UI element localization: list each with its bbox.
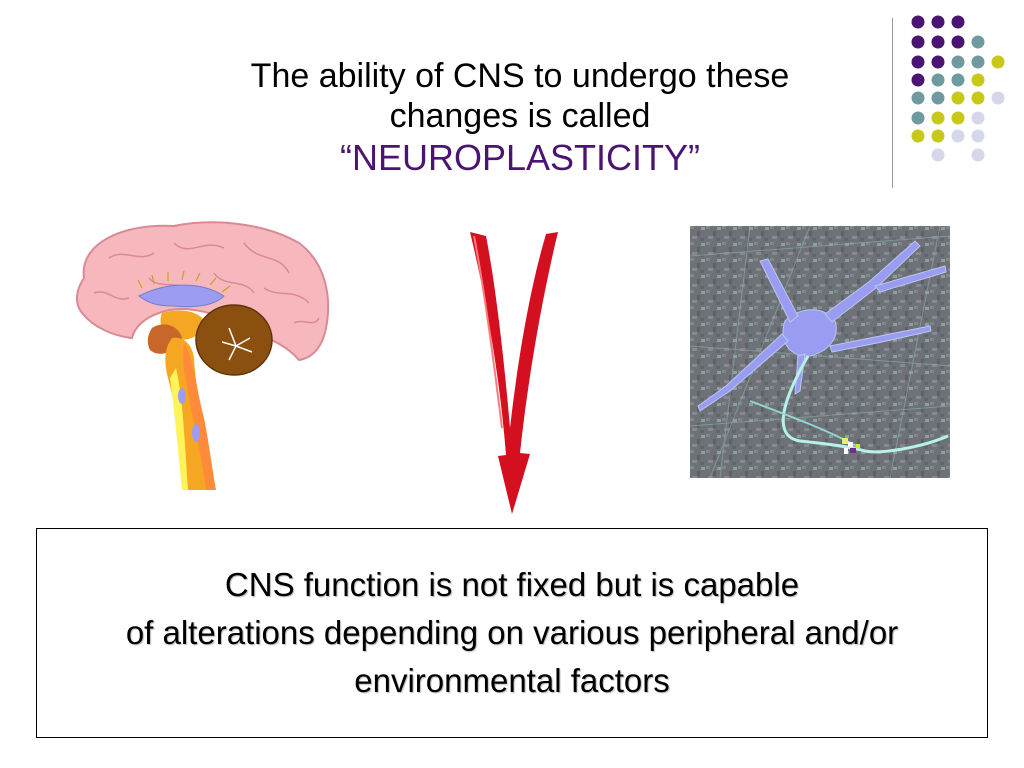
decorative-dot (911, 55, 925, 69)
definition-textbox: CNS function is not fixed but is capable… (36, 528, 988, 738)
decorative-dot (931, 55, 945, 69)
neuron-image (690, 226, 950, 478)
decorative-dot (951, 35, 965, 49)
decorative-dot (971, 91, 985, 105)
decorative-divider-line (892, 18, 893, 188)
decorative-dot (911, 15, 925, 29)
decorative-dot (951, 73, 965, 87)
decorative-dot (951, 111, 965, 125)
decorative-dot (951, 55, 965, 69)
decorative-dot (911, 111, 925, 125)
title-line-2: changes is called (389, 97, 651, 135)
decorative-dot (991, 91, 1005, 105)
decorative-dot (911, 91, 925, 105)
decorative-dot (931, 148, 945, 162)
decorative-dot (951, 91, 965, 105)
decorative-dot (971, 55, 985, 69)
slide-title: The ability of CNS to undergo these chan… (150, 56, 890, 180)
decorative-dot (991, 55, 1005, 69)
body-line-2: of alterations depending on various peri… (125, 614, 899, 651)
decorative-dot (971, 111, 985, 125)
decorative-dot (971, 148, 985, 162)
body-line-1: CNS function is not fixed but is capable (224, 566, 800, 603)
decorative-dot (971, 73, 985, 87)
decorative-dot (951, 15, 965, 29)
decorative-dot (971, 129, 985, 143)
decorative-dot (911, 73, 925, 87)
body-line-3: environmental factors (354, 662, 670, 699)
decorative-dot (911, 129, 925, 143)
decorative-dot (911, 35, 925, 49)
decorative-dot (951, 129, 965, 143)
decorative-dot (971, 35, 985, 49)
decorative-dot-grid (911, 15, 1005, 162)
decorative-dot (931, 91, 945, 105)
decorative-dot (931, 15, 945, 29)
decorative-dot (931, 129, 945, 143)
decorative-dot (931, 73, 945, 87)
decorative-dot (931, 111, 945, 125)
downward-arrow-icon (470, 232, 558, 514)
title-line-1: The ability of CNS to undergo these (250, 57, 790, 95)
title-emphasis: “NEUROPLASTICITY” (339, 137, 701, 178)
decorative-dot (931, 35, 945, 49)
brain-illustration (76, 221, 330, 490)
